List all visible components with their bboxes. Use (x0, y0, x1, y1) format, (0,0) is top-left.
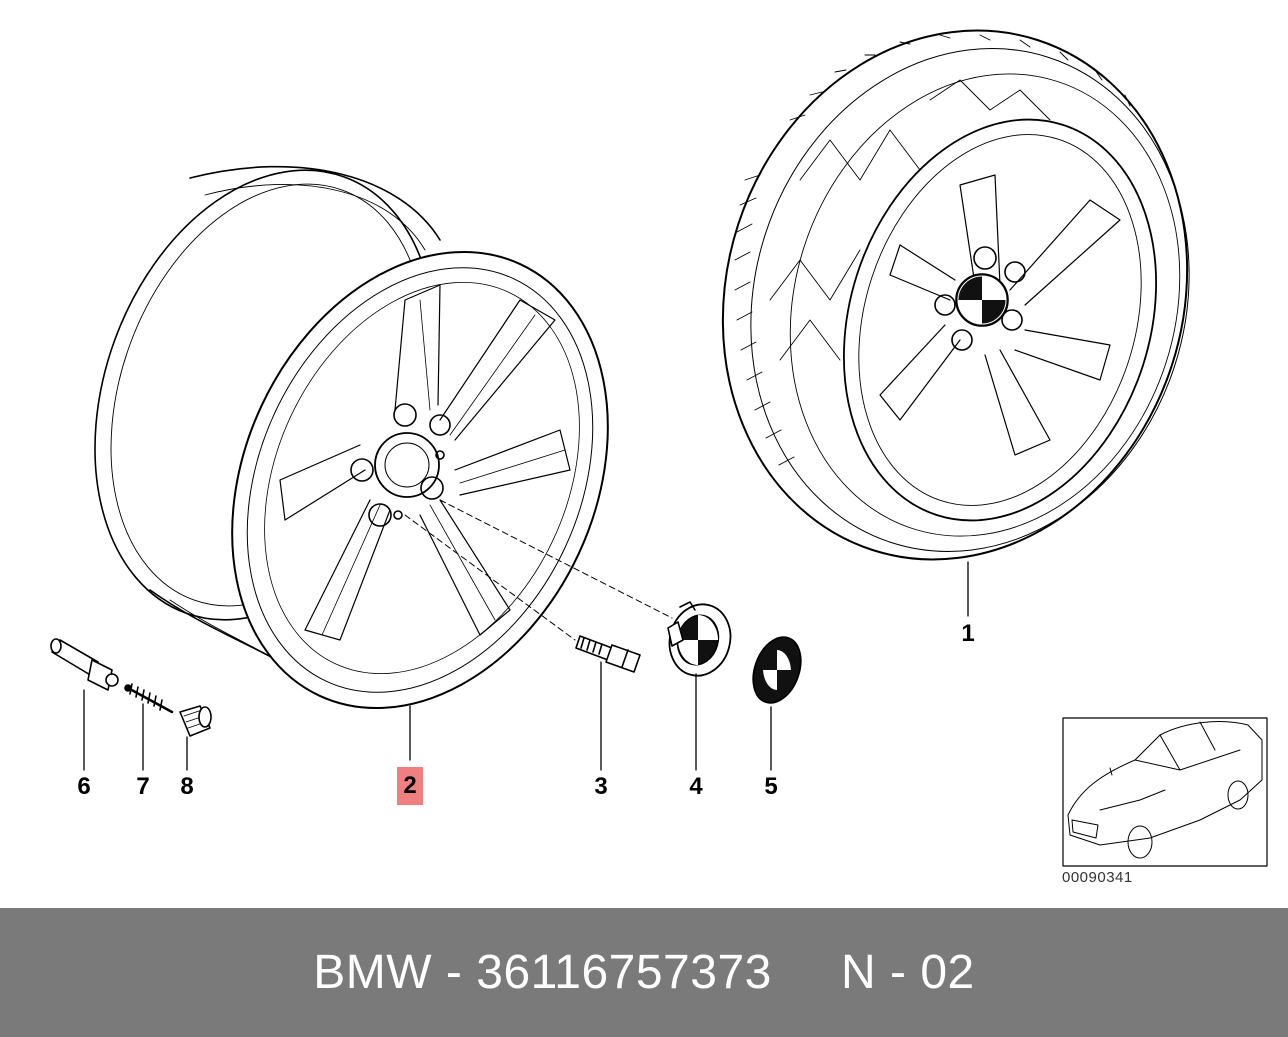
diagram-reference-code: 00090341 (1062, 869, 1133, 886)
emblem (752, 636, 802, 704)
callout-4: 4 (689, 773, 703, 800)
callout-1: 1 (961, 620, 975, 647)
valve-cap (179, 705, 212, 737)
wheel-parts-diagram (50, 29, 1268, 867)
complete-wheel-with-tyre (721, 29, 1190, 561)
alloy-rim (94, 165, 609, 710)
callout-7: 7 (136, 773, 150, 800)
callout-5: 5 (764, 773, 778, 800)
valve-stem (50, 638, 119, 691)
callout-3: 3 (594, 773, 608, 800)
callout-6: 6 (77, 773, 91, 800)
part-number-footer: BMW - 36116757373 N - 02 (0, 908, 1288, 1037)
wheel-bolt (575, 635, 641, 673)
valve-core (124, 683, 174, 714)
leader-lines (83, 499, 969, 771)
vehicle-inset (1062, 717, 1268, 867)
part-number-text: BMW - 36116757373 N - 02 (313, 946, 975, 999)
callout-2-highlighted: 2 (397, 767, 423, 805)
callout-8: 8 (180, 773, 194, 800)
hub-cap (667, 601, 732, 677)
